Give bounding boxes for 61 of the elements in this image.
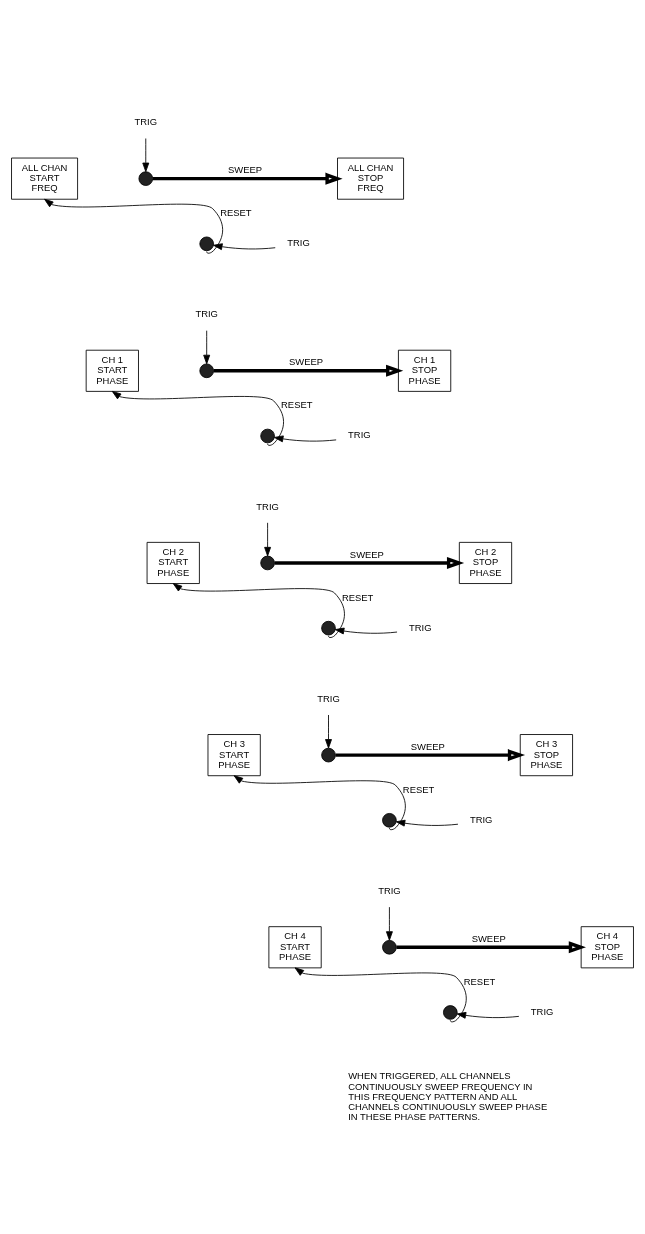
node-circle [382, 940, 397, 955]
node-text: TRIG [134, 116, 158, 128]
node-box: CH 1 START PHASE [85, 349, 139, 392]
node-text: TRIG [195, 308, 218, 320]
node-circle [199, 236, 214, 252]
arrow [152, 172, 343, 185]
edge-label: SWEEP [471, 932, 506, 944]
edge-label: SWEEP [349, 548, 384, 560]
node-text: TRIG [256, 500, 279, 512]
node-text: TRIG [317, 692, 340, 704]
node-text: TRIG [348, 429, 371, 441]
node-box: CH 1 STOP PHASE [398, 349, 452, 392]
node-circle [260, 428, 275, 444]
node-circle [443, 1005, 458, 1020]
node-box: CH 3 STOP PHASE [519, 734, 573, 777]
node-text: TRIG [469, 813, 493, 825]
edge-label: SWEEP [288, 356, 323, 368]
node-circle [138, 171, 154, 186]
arrow [325, 714, 332, 749]
node-text: TRIG [530, 1005, 554, 1017]
node-box: ALL CHAN START FREQ [11, 157, 78, 200]
edge-label: RESET [281, 399, 313, 411]
arrow [396, 941, 586, 954]
edge-label: RESET [341, 591, 374, 603]
label: WHEN TRIGGERED, ALL CHANNELS CONTINUOUSLY SWEEP FREQUENCY IN THIS FREQUENCY PATTERN AND ALL CHANNELS CONTINUOUSLY SWEEP PHASE IN THESE PHASE PATTERNS. [348, 1070, 548, 1123]
edge-label: RESET [402, 783, 435, 795]
node-circle [321, 620, 336, 636]
arrow [213, 243, 276, 251]
node-box: CH 3 START PHASE [207, 734, 261, 777]
node-box: ALL CHAN STOP FREQ [337, 157, 404, 200]
arrow [395, 819, 459, 827]
arrow [294, 967, 467, 1023]
arrow [213, 364, 404, 377]
arrow [386, 906, 393, 941]
arrow [111, 390, 284, 446]
node-circle [260, 555, 275, 571]
node-text: TRIG [378, 884, 401, 896]
arrow [233, 775, 406, 831]
arrow [456, 1011, 520, 1019]
arrow [274, 556, 465, 569]
node-circle [382, 813, 397, 828]
node-text: TRIG [287, 237, 310, 249]
arrow [203, 330, 211, 365]
node-circle [321, 747, 336, 763]
node-box: CH 2 STOP PHASE [458, 541, 513, 584]
arrow [264, 522, 272, 557]
node-circle [199, 363, 214, 379]
node-box: CH 2 START PHASE [146, 541, 200, 584]
edge-label: RESET [220, 207, 252, 219]
arrow [142, 138, 150, 173]
edge-label: RESET [463, 975, 496, 987]
edge-label: SWEEP [228, 164, 263, 176]
arrow [44, 198, 224, 254]
arrow [172, 583, 345, 638]
arrow [274, 435, 337, 443]
node-box: CH 4 STOP PHASE [580, 926, 634, 969]
arrow [334, 627, 398, 635]
arrow [335, 749, 526, 762]
node-text: TRIG [409, 621, 432, 633]
edge-label: SWEEP [410, 740, 445, 752]
node-box: CH 4 START PHASE [268, 926, 322, 969]
